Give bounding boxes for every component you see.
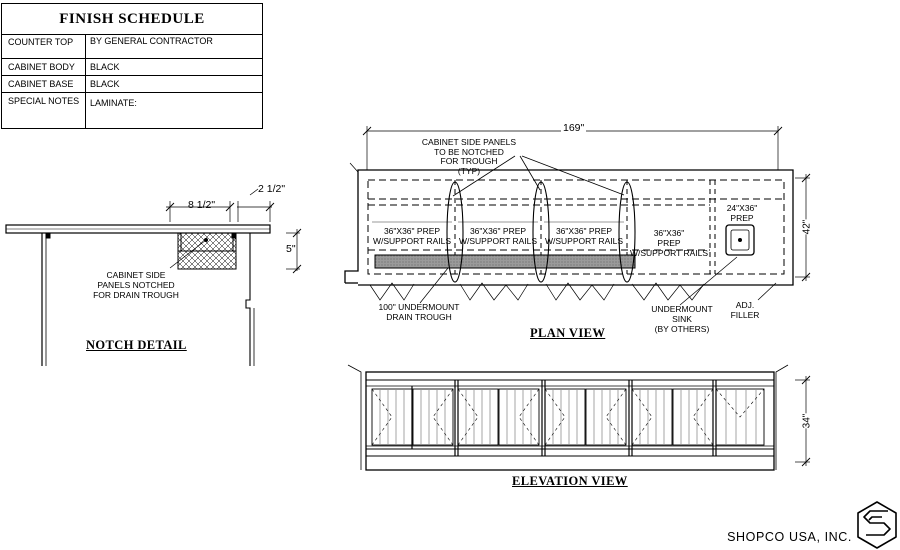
elevation-dim-height: 34" [801, 413, 813, 429]
plan-trough-note-line: DRAIN TROUGH [386, 312, 452, 322]
notch-note: CABINET SIDE PANELS NOTCHED FOR DRAIN TR… [84, 270, 188, 300]
plan-section-3: 36"X36" PREP W/SUPPORT RAILS [542, 226, 626, 246]
plan-sink-note: UNDERMOUNT SINK (BY OTHERS) [644, 304, 720, 334]
plan-view-title: PLAN VIEW [530, 326, 606, 340]
finish-row-label: SPECIAL NOTES [8, 96, 80, 106]
elevation-view-title: ELEVATION VIEW [512, 474, 628, 488]
notch-note-line: FOR DRAIN TROUGH [93, 290, 179, 300]
plan-drain-trough [374, 254, 636, 269]
elevation-view-drawing [347, 364, 811, 471]
plan-section-2: 36"X36" PREP W/SUPPORT RAILS [456, 226, 540, 246]
plan-section-line: W/SUPPORT RAILS [458, 236, 538, 246]
plan-end-section: 24"X36" PREP [716, 203, 768, 223]
finish-row-value: BY GENERAL CONTRACTOR [90, 36, 213, 46]
finish-row-label: CABINET BASE [8, 79, 74, 89]
plan-section-line: 36"X36" PREP [555, 226, 613, 236]
plan-section-line: PREP [657, 238, 681, 248]
finish-schedule-table: FINISH SCHEDULE COUNTER TOP BY GENERAL C… [1, 3, 263, 129]
finish-row-counter-top: COUNTER TOP BY GENERAL CONTRACTOR [2, 34, 262, 59]
finish-row-cabinet-base: CABINET BASE BLACK [2, 76, 262, 93]
finish-row-label: CABINET BODY [8, 62, 75, 72]
plan-sink [725, 224, 755, 256]
finish-row-cabinet-body: CABINET BODY BLACK [2, 59, 262, 76]
finish-row-value: LAMINATE: [90, 98, 137, 108]
plan-section-line: 36"X36" PREP [383, 226, 441, 236]
plan-counter-outline [344, 169, 794, 286]
plan-section-4: 36"X36" PREP W/SUPPORT RAILS [628, 228, 710, 258]
plan-callout: CABINET SIDE PANELS TO BE NOTCHED FOR TR… [410, 137, 528, 176]
notch-detail-drawing [5, 188, 302, 366]
notch-dim-depth: 5" [286, 243, 296, 255]
finish-row-value: BLACK [90, 79, 120, 89]
plan-section-line: W/SUPPORT RAILS [372, 236, 452, 246]
company-name: SHOPCO USA, INC. [727, 530, 852, 544]
plan-callout-line: (TYP) [457, 165, 481, 176]
finish-schedule-divider [85, 34, 86, 129]
plan-section-line: W/SUPPORT RAILS [544, 236, 624, 246]
plan-sink-note-line: (BY OTHERS) [654, 324, 710, 334]
plan-callout-line: CABINET SIDE PANELS [421, 137, 517, 147]
finish-row-value: BLACK [90, 62, 120, 72]
plan-filler-note-line: FILLER [730, 310, 760, 320]
plan-dim-depth: 42" [801, 219, 813, 235]
plan-dim-length: 169" [561, 122, 587, 134]
plan-section-line: 36"X36" PREP [469, 226, 527, 236]
plan-callout-line: FOR TROUGH [440, 156, 498, 166]
plan-section-line: 36"X36" [653, 228, 685, 238]
finish-row-label: COUNTER TOP [8, 37, 74, 47]
notch-dim-width: 8 1/2" [188, 199, 216, 211]
plan-section-line: W/SUPPORT RAILS [629, 248, 709, 258]
plan-callout-line: TO BE NOTCHED [434, 146, 504, 157]
plan-end-section-line: PREP [730, 213, 754, 223]
notch-detail-title: NOTCH DETAIL [86, 338, 187, 352]
plan-trough-note-line: 100" UNDERMOUNT [378, 302, 460, 312]
plan-filler-note-line: ADJ. [735, 300, 755, 310]
plan-view-drawing [344, 126, 811, 306]
plan-end-section-line: 24"X36" [726, 203, 758, 213]
plan-sink-note-line: SINK [672, 314, 692, 324]
plan-filler-note: ADJ. FILLER [728, 300, 762, 320]
shopco-logo-icon [857, 501, 897, 549]
plan-trough-note: 100" UNDERMOUNT DRAIN TROUGH [372, 302, 466, 322]
notch-note-line: PANELS NOTCHED [97, 280, 175, 290]
plan-sink-note-line: UNDERMOUNT [651, 304, 713, 314]
elevation-doors [371, 388, 765, 446]
finish-schedule-title: FINISH SCHEDULE [2, 4, 262, 35]
finish-row-special-notes: SPECIAL NOTES LAMINATE: [2, 93, 262, 127]
notch-dim-offset: 2 1/2" [258, 183, 286, 195]
notch-note-line: CABINET SIDE [106, 270, 166, 280]
plan-section-1: 36"X36" PREP W/SUPPORT RAILS [370, 226, 454, 246]
